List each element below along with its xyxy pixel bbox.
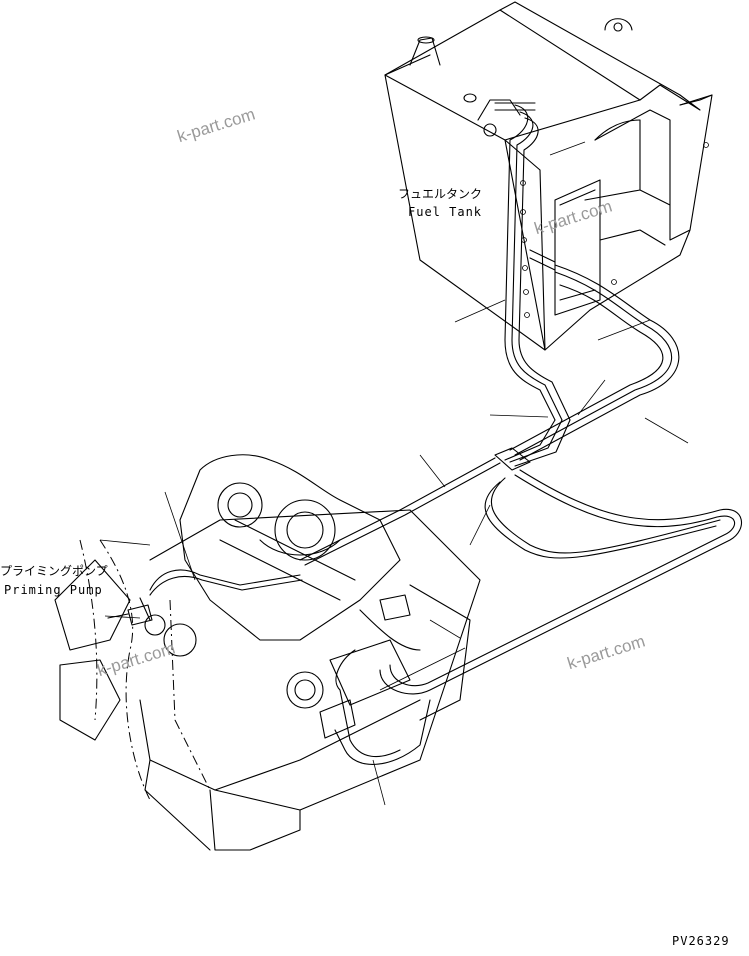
- fuel-lines: [299, 104, 743, 765]
- leader-lines: [99, 141, 689, 806]
- priming-pump-label-en: Priming Pump: [4, 583, 103, 597]
- fuel-tank: [384, 1, 713, 351]
- engine: [54, 454, 481, 851]
- priming-pump-label-jp: プライミングポンプ: [0, 564, 108, 578]
- fuel-tank-label-jp: フュエルタンク: [398, 187, 483, 201]
- fuel-tank-label-en: Fuel Tank: [408, 205, 483, 219]
- drawing-code: PV26329: [672, 934, 730, 948]
